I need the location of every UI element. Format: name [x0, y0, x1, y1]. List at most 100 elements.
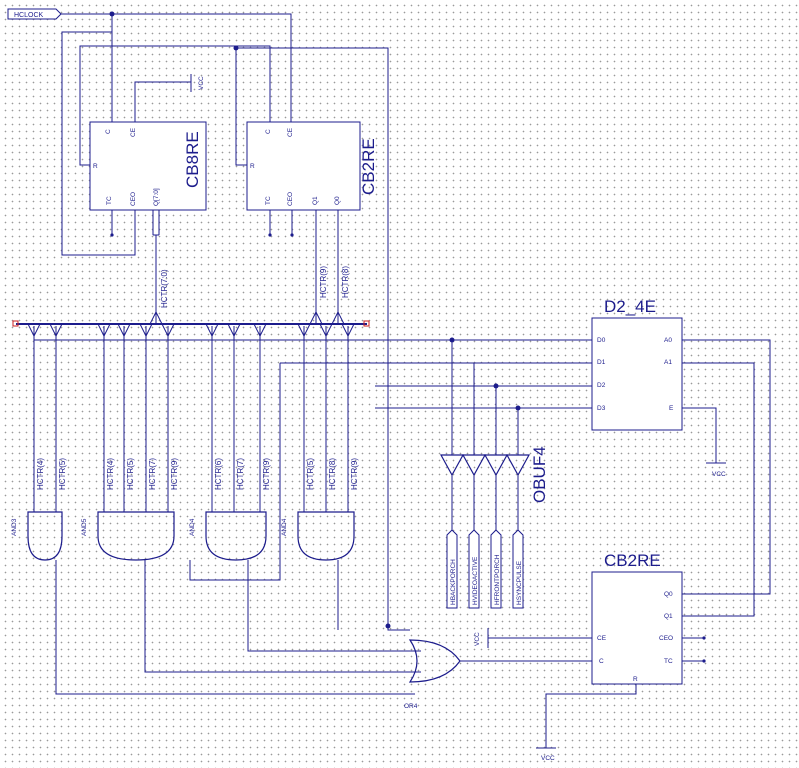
obuf4-wiring	[449, 337, 521, 530]
cb8re-pin-ce: CE	[130, 127, 137, 137]
and-input-net-label: HCTR(6)	[214, 458, 223, 490]
bus-tap	[139, 323, 153, 338]
bus-tap	[149, 310, 163, 325]
cb2re-top-pin-q1: Q1	[312, 196, 319, 205]
cb2re-top-wiring	[233, 45, 410, 631]
bus-tap	[319, 323, 333, 338]
cb8re-ce-vcc: VCC	[134, 74, 205, 122]
cb2re-bottom-pin-ceo: CEO	[659, 635, 673, 642]
bus-tap	[97, 323, 111, 338]
and-gate-2[interactable]: AND5 HCTR(4) HCTR(5) HCTR(7) HCTR(9)	[81, 326, 179, 561]
output-port-label: HVIDEOACTIVE	[472, 556, 479, 605]
and-input-net-label: HCTR(8)	[328, 458, 337, 490]
cb2re-bottom-counter[interactable]: CB2RE CE C R Q0 Q1 CEO TC	[591, 551, 683, 685]
output-port-hbackporch[interactable]: HBACKPORCH	[446, 529, 458, 609]
and-input-net-label: HCTR(7)	[148, 458, 157, 490]
and-gates: AND3 HCTR(4) HCTR(5) AND5 HCTR(4) HCTR(5) HCTR…	[11, 326, 359, 561]
cb2re-bottom-r-vcc-label: VCC	[541, 755, 555, 762]
cb8re-counter[interactable]: CB8RE C CE R TC CEO Q[7:0]	[89, 121, 207, 211]
hctr8-bus-label: HCTR(8)	[341, 266, 350, 298]
cb2re-top-pin-tc: TC	[265, 196, 272, 205]
cb2re-bottom-pin-q0: Q0	[664, 591, 673, 598]
hctr9-bus-label: HCTR(9)	[319, 266, 328, 298]
cb8re-wiring	[61, 31, 271, 256]
bus-tap	[309, 310, 323, 325]
cb8re-pin-ceo: CEO	[130, 192, 137, 206]
bus-tap	[297, 323, 311, 338]
and-input-net-label: HCTR(9)	[350, 458, 359, 490]
cb2re-top-pin-ceo: CEO	[287, 192, 294, 206]
output-port-hvideoactive[interactable]: HVIDEOACTIVE	[468, 529, 480, 609]
decoder-wiring: VCC	[34, 339, 771, 617]
cb8re-pin-tc: TC	[106, 196, 113, 205]
and-gate-4[interactable]: AND4 HCTR(5) HCTR(8) HCTR(9)	[281, 326, 359, 561]
d2-4e-e-vcc-label: VCC	[712, 471, 726, 478]
cb8re-title: CB8RE	[183, 131, 202, 188]
and-input-net-label: HCTR(7)	[236, 458, 245, 490]
d2-4e-decoder[interactable]: D2_4E D0 D1 D2 D3 A0 A1 E	[591, 297, 683, 431]
hclock-label: HCLOCK	[14, 12, 44, 19]
d2-4e-pin-e: E	[669, 405, 674, 412]
output-ports: HBACKPORCH HVIDEOACTIVE HFRONTPORCH HSYNCPU…	[446, 529, 524, 609]
and-gate-1[interactable]: AND3 HCTR(4) HCTR(5)	[11, 326, 67, 561]
bus-tap	[341, 323, 355, 338]
and-to-or-wires	[55, 560, 421, 695]
bus-tap	[49, 323, 63, 338]
hctr-bus-label: HCTR(7:0)	[160, 269, 169, 308]
cb2re-top-pin-c: C	[265, 129, 272, 134]
bus-tap	[227, 323, 241, 338]
and-input-net-label: HCTR(4)	[106, 458, 115, 490]
hclock-input-port[interactable]: HCLOCK	[7, 8, 62, 20]
and-input-net-label: HCTR(5)	[126, 458, 135, 490]
and-gate-3[interactable]: AND4 HCTR(6) HCTR(7) HCTR(9)	[189, 326, 271, 561]
output-port-hsyncpulse[interactable]: HSYNCPULSE	[512, 529, 524, 609]
d2-4e-pin-d0: D0	[597, 337, 606, 344]
bus-tap	[117, 323, 131, 338]
and-gate-label: AND4	[281, 518, 288, 536]
bus-tap	[205, 323, 219, 338]
cb8re-pin-c: C	[105, 129, 112, 134]
d2-4e-pin-a0: A0	[664, 337, 672, 344]
cb2re-bottom-pin-q1: Q1	[664, 613, 673, 620]
and-gate-label: AND5	[81, 518, 88, 536]
obuf4-title: OBUF4	[530, 446, 549, 503]
and-gate-label: AND4	[189, 518, 196, 536]
output-port-label: HFRONTPORCH	[494, 554, 501, 605]
output-port-hfrontporch[interactable]: HFRONTPORCH	[490, 529, 502, 609]
d2-4e-pin-d1: D1	[597, 359, 606, 366]
bus-tap	[161, 323, 175, 338]
d2-4e-title: D2_4E	[604, 297, 656, 316]
cb2re-top-pin-q0: Q0	[334, 196, 341, 205]
d2-4e-pin-d3: D3	[597, 405, 606, 412]
d2-4e-pin-d2: D2	[597, 382, 606, 389]
cb2re-top-title: CB2RE	[359, 138, 378, 195]
output-port-label: HSYNCPULSE	[516, 560, 523, 605]
and-input-net-label: HCTR(9)	[262, 458, 271, 490]
or4-gate[interactable]: OR4	[404, 639, 461, 710]
and-input-net-label: HCTR(4)	[36, 458, 45, 490]
and-input-net-label: HCTR(5)	[58, 458, 67, 490]
cb2re-bottom-pin-r: R	[633, 676, 638, 683]
bus-tap	[331, 310, 345, 325]
bus-tap	[253, 323, 267, 338]
and-input-net-label: HCTR(9)	[170, 458, 179, 490]
cb2re-bottom-wiring: VCC VCC	[474, 628, 706, 762]
d2-4e-pin-a1: A1	[664, 359, 672, 366]
cb2re-top-counter[interactable]: CB2RE C CE R TC CEO Q1 Q0	[246, 121, 378, 211]
cb2re-bottom-pin-tc: TC	[664, 658, 673, 665]
cb2re-bottom-pin-ce: CE	[597, 635, 607, 642]
and-input-net-label: HCTR(5)	[306, 458, 315, 490]
bus-taps	[27, 310, 355, 338]
cb8re-pin-q: Q[7:0]	[153, 188, 160, 206]
vcc-label: VCC	[198, 76, 205, 90]
cb2re-bottom-pin-c: C	[599, 658, 604, 665]
cb8re-pin-r: R	[93, 163, 98, 170]
obuf4-buffers[interactable]: OBUF4	[439, 446, 549, 503]
output-port-label: HBACKPORCH	[450, 559, 457, 605]
cb2re-top-pin-r: R	[250, 163, 255, 170]
cb2re-top-pin-ce: CE	[287, 127, 294, 137]
clock-net	[61, 11, 292, 122]
cb2re-bottom-title: CB2RE	[604, 551, 661, 570]
and-gate-label: AND3	[11, 518, 18, 536]
cb2re-bottom-ce-vcc-label: VCC	[474, 632, 481, 646]
